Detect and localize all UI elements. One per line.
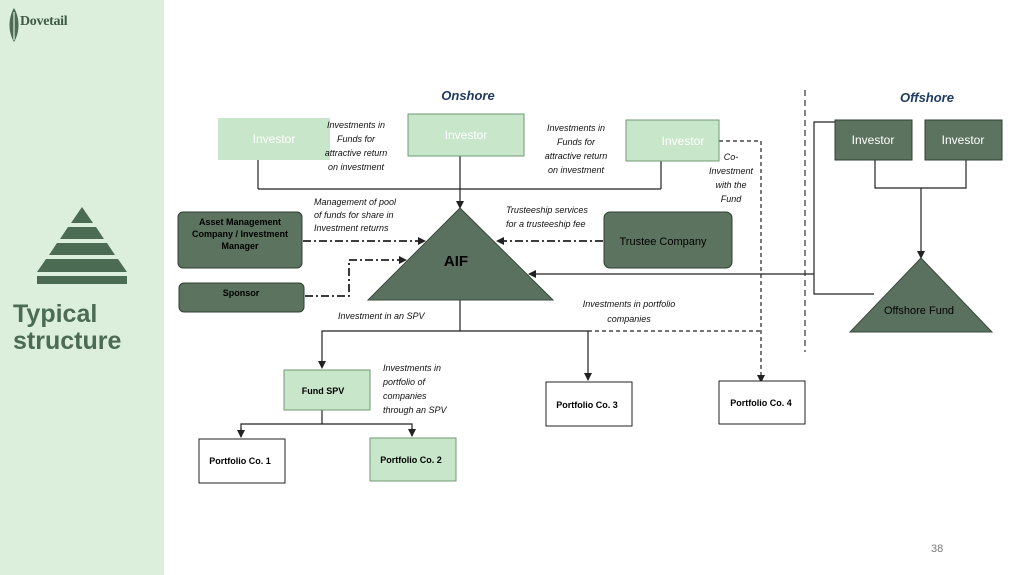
note-through-spv-1: Investments in <box>383 363 441 373</box>
note-coinvest-1: Co- <box>724 152 739 162</box>
note-trusteeship-2: for a trusteeship fee <box>506 219 586 229</box>
investor-box-1 <box>218 118 330 160</box>
title-line-2: structure <box>13 327 122 355</box>
portfolio-label-4: Portfolio Co. 4 <box>730 398 792 408</box>
aif-to-spv-arrow <box>318 300 461 369</box>
connectors <box>237 121 967 438</box>
note-portfolio-2: companies <box>607 314 651 324</box>
amc-line-1: Asset Management <box>199 217 281 227</box>
trustee-box <box>603 211 733 269</box>
offshore-heading: Offshore <box>900 90 954 105</box>
amc-box <box>177 211 303 269</box>
offshore-investor-box-1 <box>834 119 913 161</box>
note-invest-right-2: Funds for <box>557 137 596 147</box>
amc-line-3: Manager <box>221 241 259 251</box>
note-through-spv-2: portfolio of <box>382 377 427 387</box>
note-coinvest-3: with the <box>715 180 746 190</box>
page-number: 38 <box>931 543 944 555</box>
aif-to-portfolio3-arrow <box>460 330 592 381</box>
offshore-investor-label-2: Investor <box>942 133 985 147</box>
note-invest-left-4: on investment <box>328 162 385 172</box>
note-management-1: Management of pool <box>314 197 397 207</box>
portfolio-box-1 <box>198 438 286 484</box>
offshore-fund-triangle <box>848 257 994 333</box>
note-invest-right-1: Investments in <box>547 123 605 133</box>
sponsor-to-aif-arrow <box>305 256 407 297</box>
portfolio-box-2 <box>369 437 457 482</box>
note-management-2: of funds for share in <box>314 210 394 220</box>
sidebar: Dovetail Typical structure <box>0 0 164 575</box>
note-through-spv-4: through an SPV <box>383 405 448 415</box>
offshore-investor-label-1: Investor <box>852 133 895 147</box>
investor-label-1: Investor <box>253 132 296 146</box>
coinvest-arrow <box>719 140 765 383</box>
offshore-fund-label: Offshore Fund <box>884 305 954 317</box>
aif-triangle <box>366 207 555 301</box>
portfolio-box-3 <box>545 381 633 427</box>
portfolio-label-2: Portfolio Co. 2 <box>380 455 442 465</box>
portfolio-label-1: Portfolio Co. 1 <box>209 456 271 466</box>
logo-text: Dovetail <box>20 14 68 29</box>
sponsor-box <box>178 282 305 313</box>
dovetail-logo <box>6 6 22 49</box>
leaf-icon <box>9 8 19 42</box>
aif-label: AIF <box>444 253 468 270</box>
page-title: Typical structure <box>13 301 158 355</box>
sponsor-label: Sponsor <box>223 288 260 298</box>
investor-label-3: Investor <box>662 134 705 148</box>
trustee-label: Trustee Company <box>619 236 707 248</box>
note-management-3: Investment returns <box>314 223 389 233</box>
note-spv: Investment in an SPV <box>338 311 426 321</box>
offshore-investors-join <box>874 160 967 189</box>
note-trusteeship-1: Trusteeship services <box>506 205 588 215</box>
note-invest-left-1: Investments in <box>327 120 385 130</box>
investor-box-3 <box>625 119 720 162</box>
offshore-fund-to-aif <box>529 121 874 295</box>
offshore-investor-box-2 <box>924 119 1003 161</box>
note-portfolio-1: Investments in portfolio <box>583 299 676 309</box>
fund-spv-label: Fund SPV <box>302 386 345 396</box>
note-coinvest-4: Fund <box>721 194 743 204</box>
pyramid-icon <box>37 207 127 284</box>
note-invest-right-3: attractive return <box>545 151 608 161</box>
portfolio-label-3: Portfolio Co. 3 <box>556 400 618 410</box>
note-invest-left-2: Funds for <box>337 134 376 144</box>
investor-box-2 <box>407 113 525 157</box>
portfolio-box-4 <box>718 380 806 425</box>
investor-label-2: Investor <box>445 128 488 142</box>
note-invest-left-3: attractive return <box>325 148 388 158</box>
note-through-spv-3: companies <box>383 391 427 401</box>
title-line-1: Typical <box>13 300 98 328</box>
note-invest-right-4: on investment <box>548 165 605 175</box>
amc-line-2: Company / Investment <box>192 229 288 239</box>
note-coinvest-2: Investment <box>709 166 754 176</box>
fund-spv-box <box>283 369 371 411</box>
onshore-heading: Onshore <box>441 88 494 103</box>
